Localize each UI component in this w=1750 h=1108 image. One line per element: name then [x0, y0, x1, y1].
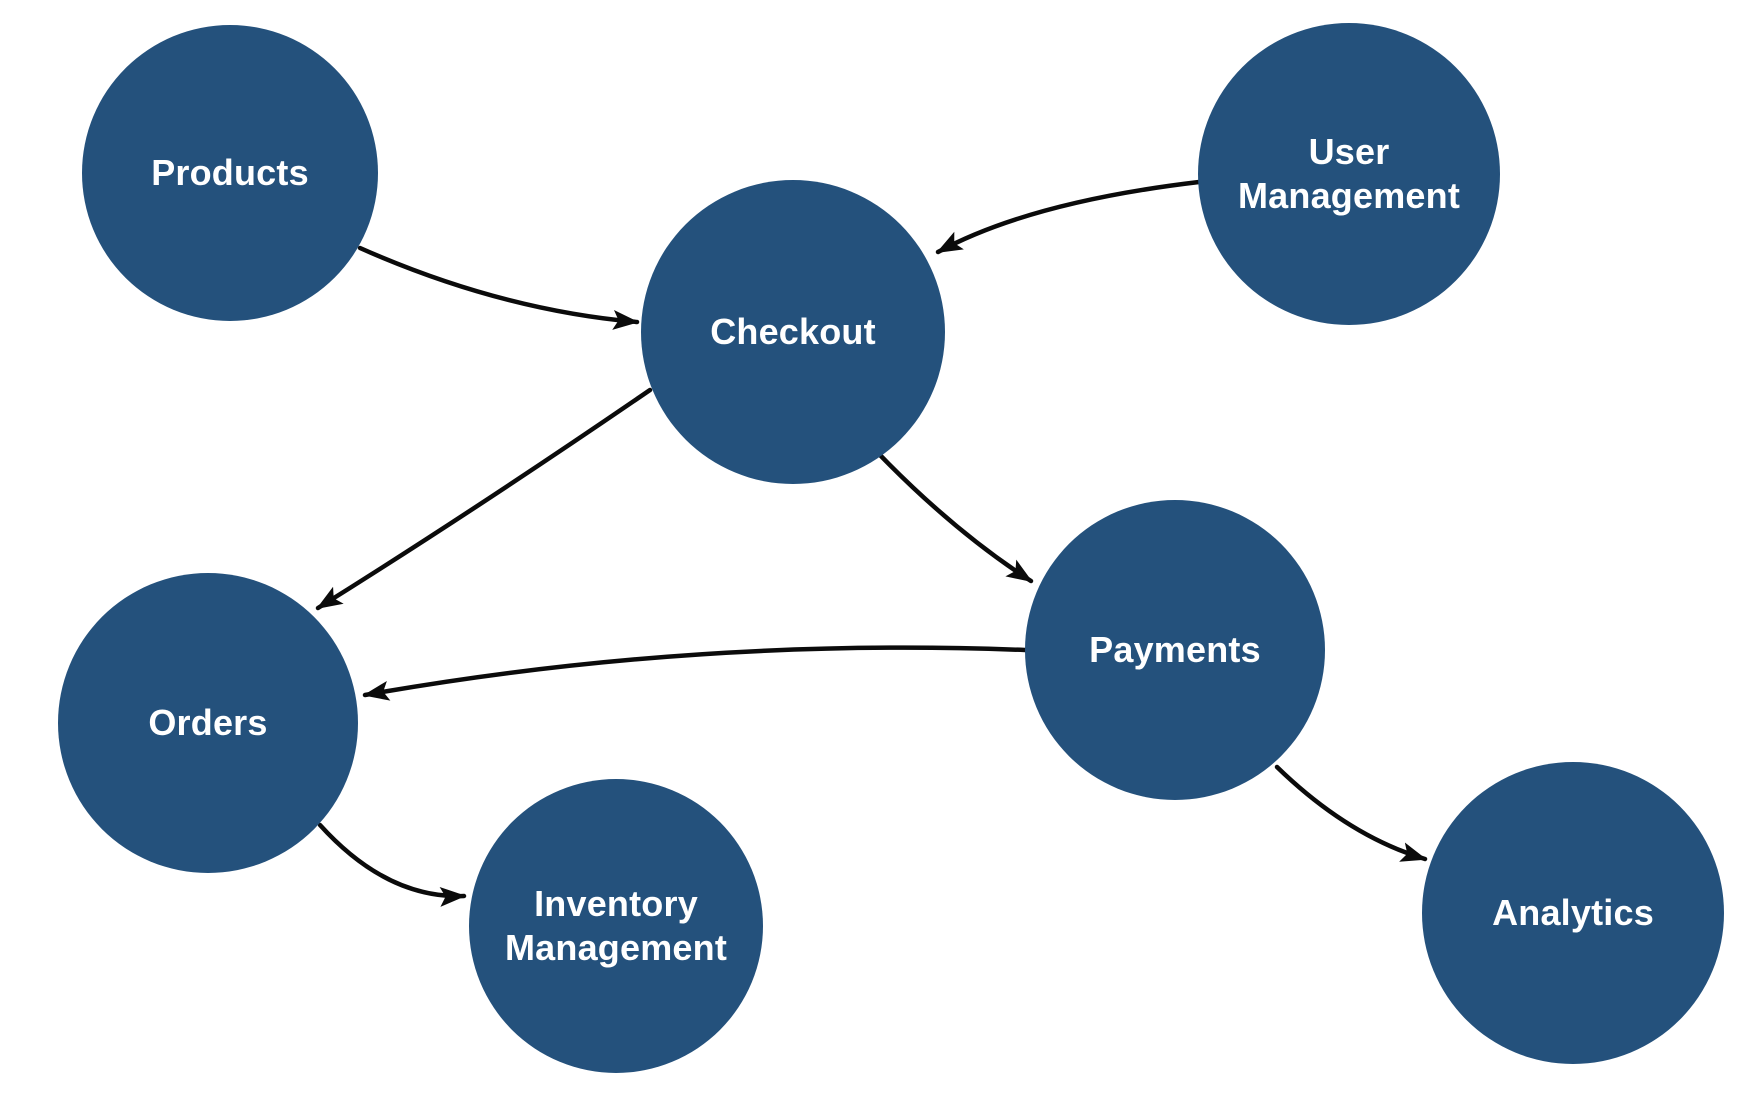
node-orders-label: Orders [148, 702, 268, 743]
node-products-label: Products [151, 152, 309, 193]
edge-user-management-to-checkout [935, 179, 1202, 255]
node-user-management-label: Management [1237, 175, 1461, 216]
edges-group [315, 179, 1428, 907]
node-user-management-label: User [1308, 131, 1390, 172]
edge-payments-to-analytics [1274, 764, 1428, 862]
node-analytics-label: Analytics [1492, 892, 1654, 933]
edge-checkout-to-orders [315, 387, 653, 611]
node-payments-label: Payments [1089, 629, 1261, 670]
node-checkout-label: Checkout [710, 311, 876, 352]
node-analytics: Analytics [1422, 762, 1724, 1064]
edge-orders-to-inventory-management [317, 822, 467, 907]
node-inventory-management-label: Management [504, 927, 728, 968]
node-inventory-management-label: Inventory [534, 883, 698, 924]
edge-products-to-checkout [357, 245, 640, 330]
edge-checkout-to-payments [877, 452, 1034, 584]
node-payments: Payments [1025, 500, 1325, 800]
edge-payments-to-orders [362, 645, 1028, 701]
node-checkout: Checkout [641, 180, 945, 484]
node-orders: Orders [58, 573, 358, 873]
node-products: Products [82, 25, 378, 321]
